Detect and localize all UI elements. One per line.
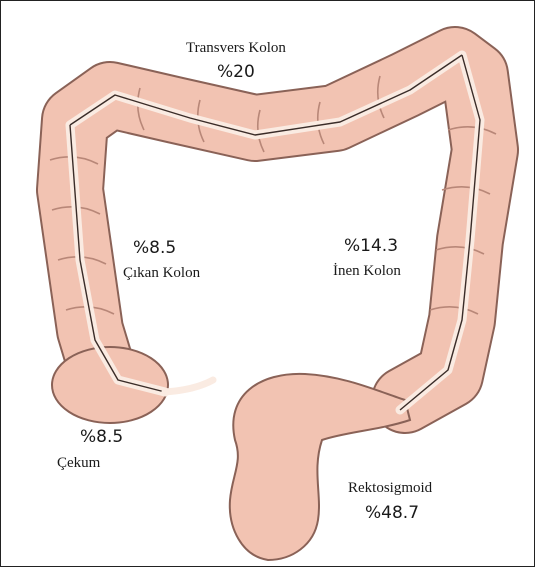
transverse-colon-label: Transvers Kolon (186, 40, 286, 57)
rectosigmoid-label: Rektosigmoid (348, 480, 432, 497)
cecum-label: Çekum (57, 455, 100, 472)
rectosigmoid-percent: %48.7 (365, 503, 419, 523)
descending-colon-label: İnen Kolon (333, 263, 401, 280)
ascending-colon-percent: %8.5 (133, 238, 176, 258)
descending-colon-percent: %14.3 (344, 236, 398, 256)
ascending-colon-label: Çıkan Kolon (123, 265, 200, 282)
appendix (165, 380, 213, 392)
rectosigmoid-body (230, 374, 410, 560)
transverse-colon-percent: %20 (217, 62, 255, 82)
cecum-percent: %8.5 (80, 427, 123, 447)
